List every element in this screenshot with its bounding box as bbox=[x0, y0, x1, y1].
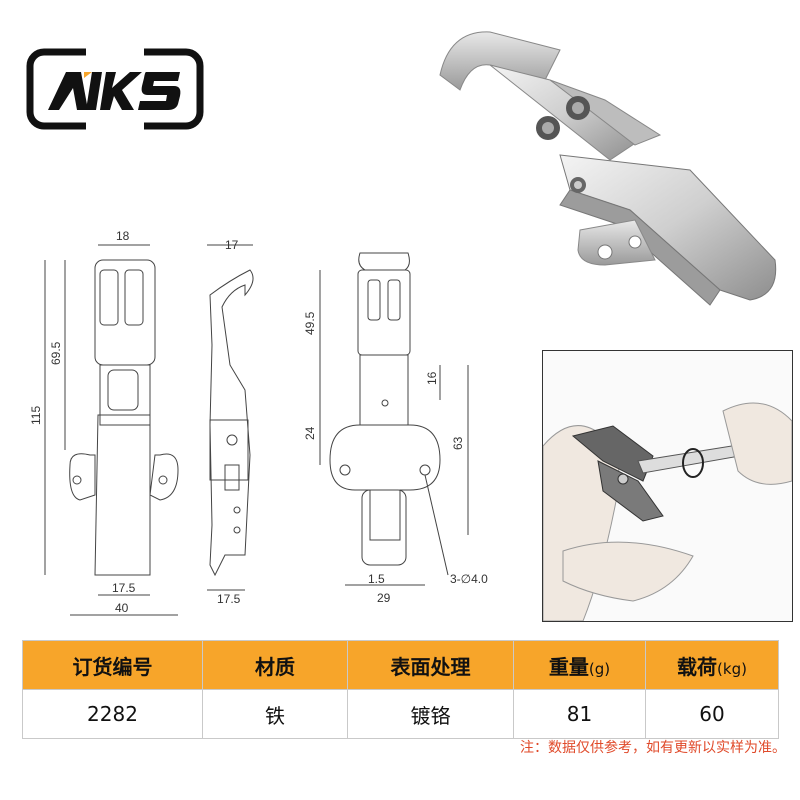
usage-photo bbox=[542, 350, 793, 622]
dim-front-mid: 17.5 bbox=[112, 581, 136, 595]
dim-back-h1: 49.5 bbox=[303, 311, 317, 335]
dim-front-upper: 69.5 bbox=[49, 341, 63, 365]
header-weight: 重量(g) bbox=[513, 640, 646, 690]
cell-material: 铁 bbox=[202, 689, 348, 739]
product-photo bbox=[439, 31, 777, 306]
dim-back-w1: 1.5 bbox=[368, 572, 385, 586]
technical-drawing: 18 115 69.5 17.5 40 17 17.5 49.5 24 16 6… bbox=[29, 229, 488, 616]
dim-front-total: 115 bbox=[29, 406, 43, 425]
dim-back-holes: 3-∅4.0 bbox=[450, 572, 488, 586]
cell-surface: 镀铬 bbox=[347, 689, 514, 739]
back-view bbox=[319, 252, 469, 586]
header-load: 载荷(kg) bbox=[645, 640, 779, 690]
dim-side-top: 17 bbox=[225, 238, 239, 252]
cell-weight: 81 bbox=[513, 689, 646, 739]
spec-table: 订货编号 材质 表面处理 重量(g) 载荷(kg) 2282 铁 镀铬 81 6… bbox=[22, 640, 779, 739]
cell-order-no: 2282 bbox=[22, 689, 203, 739]
dim-back-w2: 29 bbox=[377, 591, 391, 605]
dim-front-top: 18 bbox=[116, 229, 130, 243]
dim-front-base: 40 bbox=[115, 601, 129, 615]
brand-logo bbox=[26, 48, 204, 130]
side-view bbox=[207, 244, 254, 591]
dim-back-h4: 63 bbox=[451, 436, 465, 450]
cell-load: 60 bbox=[645, 689, 779, 739]
header-order-no: 订货编号 bbox=[22, 640, 203, 690]
header-material: 材质 bbox=[202, 640, 348, 690]
dim-side-bottom: 17.5 bbox=[217, 592, 241, 606]
header-surface: 表面处理 bbox=[347, 640, 514, 690]
dim-back-h3: 16 bbox=[425, 371, 439, 385]
dim-back-h2: 24 bbox=[303, 426, 317, 440]
disclaimer-note: 注：数据仅供参考，如有更新以实样为准。 bbox=[520, 740, 786, 756]
table-row: 2282 铁 镀铬 81 60 bbox=[22, 689, 779, 739]
table-header-row: 订货编号 材质 表面处理 重量(g) 载荷(kg) bbox=[22, 640, 779, 690]
front-view bbox=[44, 244, 179, 616]
